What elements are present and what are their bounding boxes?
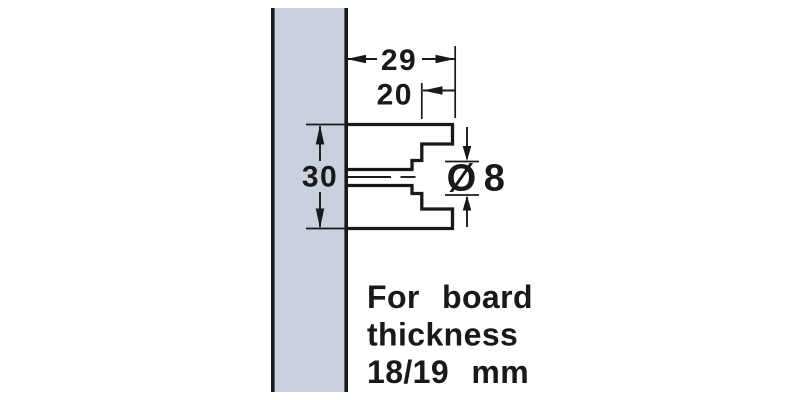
fitting-profile [345,122,455,231]
board-left-edge [271,8,275,392]
board-panel [271,8,348,392]
dim-diameter: Ø 8 [445,127,505,227]
dim-diameter-label: Ø 8 [447,158,506,200]
dim-30-arrow-down [315,208,325,228]
dim-29-label: 29 [381,44,417,77]
dim-20: 20 [377,79,456,119]
dim-29-arrow-right [435,54,455,64]
dim-30: 30 [302,123,345,230]
dim-20-arrow [423,86,443,95]
dim-diameter-arrow-up [462,195,472,211]
board-fill [271,8,348,392]
dim-30-label: 30 [302,161,338,194]
note-line-3: 18/19 mm [367,354,529,390]
dim-30-arrow-up [315,125,325,145]
dim-diameter-arrow-down [462,146,472,161]
profile-outline-top [345,122,455,172]
dim-29: 29 [346,44,457,118]
dim-29-arrow-left [346,54,366,64]
note-line-2: thickness [367,317,518,353]
board-right-edge [344,8,348,392]
dim-20-label: 20 [377,79,413,112]
note-line-1: For board [367,279,533,315]
board-thickness-note: For board thickness 18/19 mm [367,279,533,390]
profile-outline-bottom [345,183,455,231]
